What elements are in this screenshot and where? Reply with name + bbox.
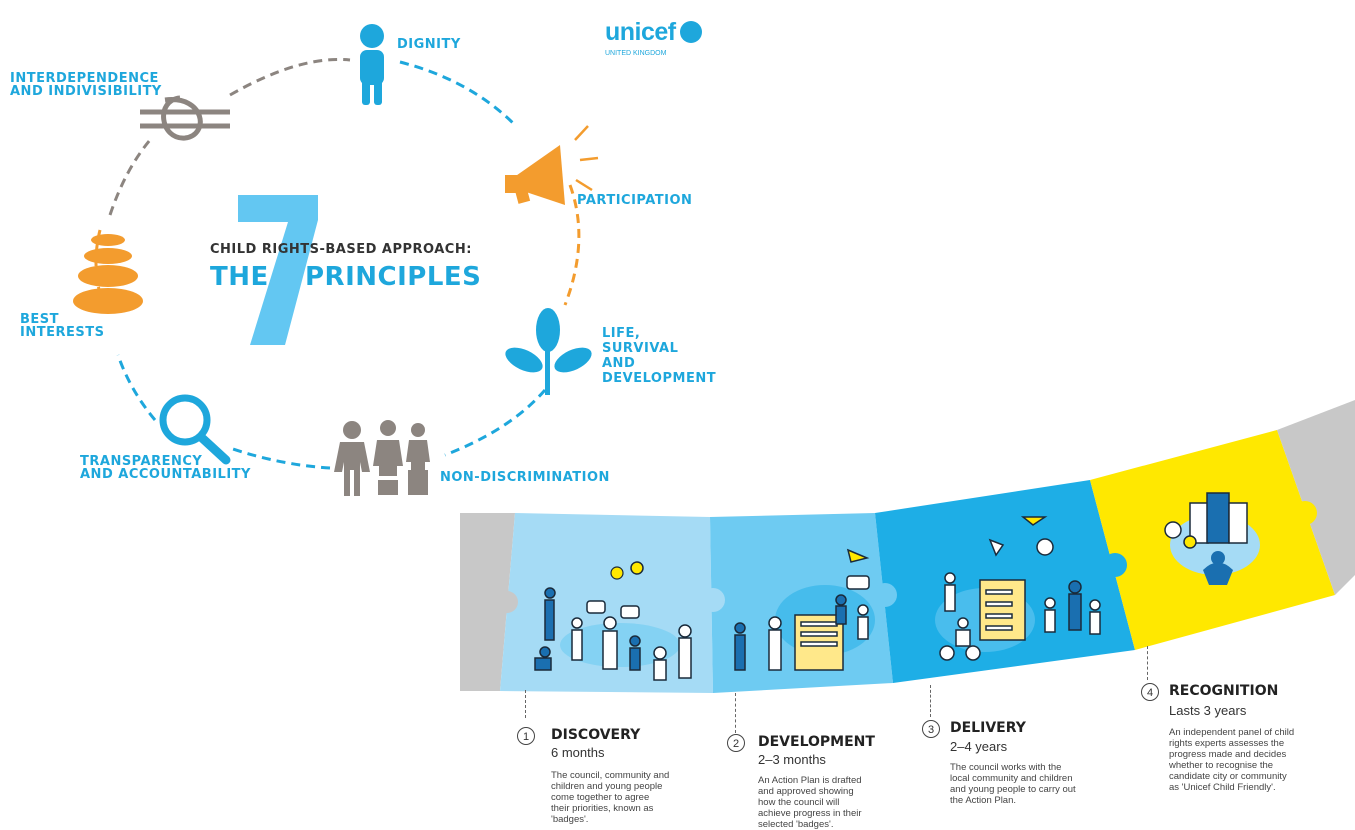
stage-1-duration: 6 months bbox=[551, 745, 605, 760]
stage-3-description: The council works with the local communi… bbox=[950, 762, 1076, 806]
person-icon bbox=[360, 24, 384, 105]
stage-3-duration: 2–4 years bbox=[950, 739, 1008, 754]
stage-1-number: 1 bbox=[517, 727, 535, 745]
stage-4-duration: Lasts 3 years bbox=[1169, 703, 1247, 718]
connector-4 bbox=[1147, 646, 1148, 680]
stage-2-description: An Action Plan is drafted and approved s… bbox=[758, 775, 862, 830]
discovery-illustration bbox=[534, 561, 692, 681]
development-illustration bbox=[734, 548, 870, 671]
principles-heading-principles: PRINCIPLES bbox=[305, 262, 482, 292]
stage-4-description: An independent panel of child rights exp… bbox=[1169, 727, 1295, 793]
people-on-blocks-icon bbox=[334, 420, 430, 496]
connector-3 bbox=[930, 685, 931, 717]
principles-heading-number: 7 bbox=[268, 300, 269, 301]
band-left-cap bbox=[460, 513, 515, 691]
label-participation: PARTICIPATION bbox=[577, 193, 693, 208]
stage-4-title: RECOGNITION bbox=[1169, 683, 1279, 699]
band-right-cap bbox=[1277, 400, 1355, 595]
stage-2-number: 2 bbox=[727, 734, 745, 752]
stage-3-number: 3 bbox=[922, 720, 940, 738]
principles-heading-line1: CHILD RIGHTS-BASED APPROACH: bbox=[210, 242, 472, 257]
stage-1-description: The council, community and children and … bbox=[551, 770, 670, 825]
label-interdependence: INTERDEPENDENCE AND INDIVISIBILITY bbox=[10, 71, 162, 99]
connector-2 bbox=[735, 693, 736, 733]
knot-icon bbox=[140, 95, 230, 141]
recognition-illustration bbox=[1164, 492, 1248, 585]
label-non-discrimination: NON-DISCRIMINATION bbox=[440, 470, 610, 485]
stage-4-number: 4 bbox=[1141, 683, 1159, 701]
label-best-interests: BEST INTERESTS bbox=[20, 312, 105, 340]
lightbulb-icon bbox=[610, 566, 624, 580]
principles-heading-the: THE bbox=[210, 262, 269, 292]
label-transparency: TRANSPARENCY AND ACCOUNTABILITY bbox=[80, 454, 251, 482]
label-dignity: DIGNITY bbox=[397, 37, 461, 52]
stage-2-title: DEVELOPMENT bbox=[758, 734, 875, 750]
plant-icon bbox=[505, 308, 592, 395]
megaphone-icon bbox=[505, 145, 565, 205]
delivery-illustration bbox=[939, 516, 1101, 661]
big-seven bbox=[238, 195, 318, 345]
label-life-survival: LIFE, SURVIVAL AND DEVELOPMENT bbox=[602, 326, 717, 386]
stacked-stones-icon bbox=[73, 234, 143, 314]
logo-text: unicef bbox=[605, 18, 676, 46]
magnifier-icon bbox=[159, 394, 231, 465]
logo-subtitle: UNITED KINGDOM bbox=[605, 50, 667, 57]
unicef-logo: unicef UNITED KINGDOM bbox=[605, 18, 703, 57]
stage-2-duration: 2–3 months bbox=[758, 752, 826, 767]
journey-band bbox=[460, 400, 1355, 693]
globe-icon bbox=[680, 21, 703, 43]
principles-diagram bbox=[73, 24, 599, 496]
stage-1-title: DISCOVERY bbox=[551, 727, 641, 743]
connector-1 bbox=[525, 690, 526, 718]
stage-3-title: DELIVERY bbox=[950, 720, 1026, 736]
